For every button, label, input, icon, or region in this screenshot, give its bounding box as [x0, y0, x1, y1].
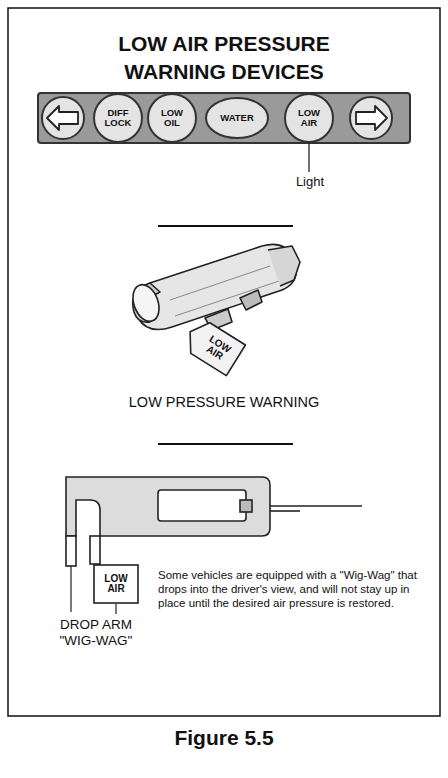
low-pressure-buzzer — [128, 244, 300, 330]
part-label: DROP ARM "WIG-WAG" — [46, 617, 146, 649]
indicator-light: LOW OIL — [147, 93, 197, 143]
figure-label: LOW PRESSURE WARNING — [60, 394, 388, 411]
turn-signal-left — [42, 97, 84, 139]
figure-caption: Figure 5.5 — [0, 726, 448, 750]
drop-arm-plate: LOW AIR — [93, 564, 139, 604]
panel-border — [8, 8, 440, 716]
node-label: LOW AIR — [99, 574, 133, 595]
turn-signal-right — [350, 97, 392, 139]
indicator-light: DIFF LOCK — [93, 93, 143, 143]
node-label: LOW AIR — [292, 108, 326, 128]
indicator-light: WATER — [205, 97, 269, 139]
node-label: DIFF LOCK — [101, 108, 135, 128]
node-label: WATER — [213, 113, 261, 123]
leader-line — [308, 141, 309, 172]
indicator-light: LOW AIR — [284, 93, 334, 143]
dashboard-strip — [38, 93, 410, 143]
separator — [158, 443, 293, 445]
node-label: LOW OIL — [155, 108, 189, 128]
separator — [158, 225, 293, 227]
note-text: Some vehicles are equipped with a "Wig-W… — [158, 569, 430, 610]
title: LOW AIR PRESSURE WARNING DEVICES — [74, 30, 374, 86]
callout-label: Light — [290, 174, 330, 190]
